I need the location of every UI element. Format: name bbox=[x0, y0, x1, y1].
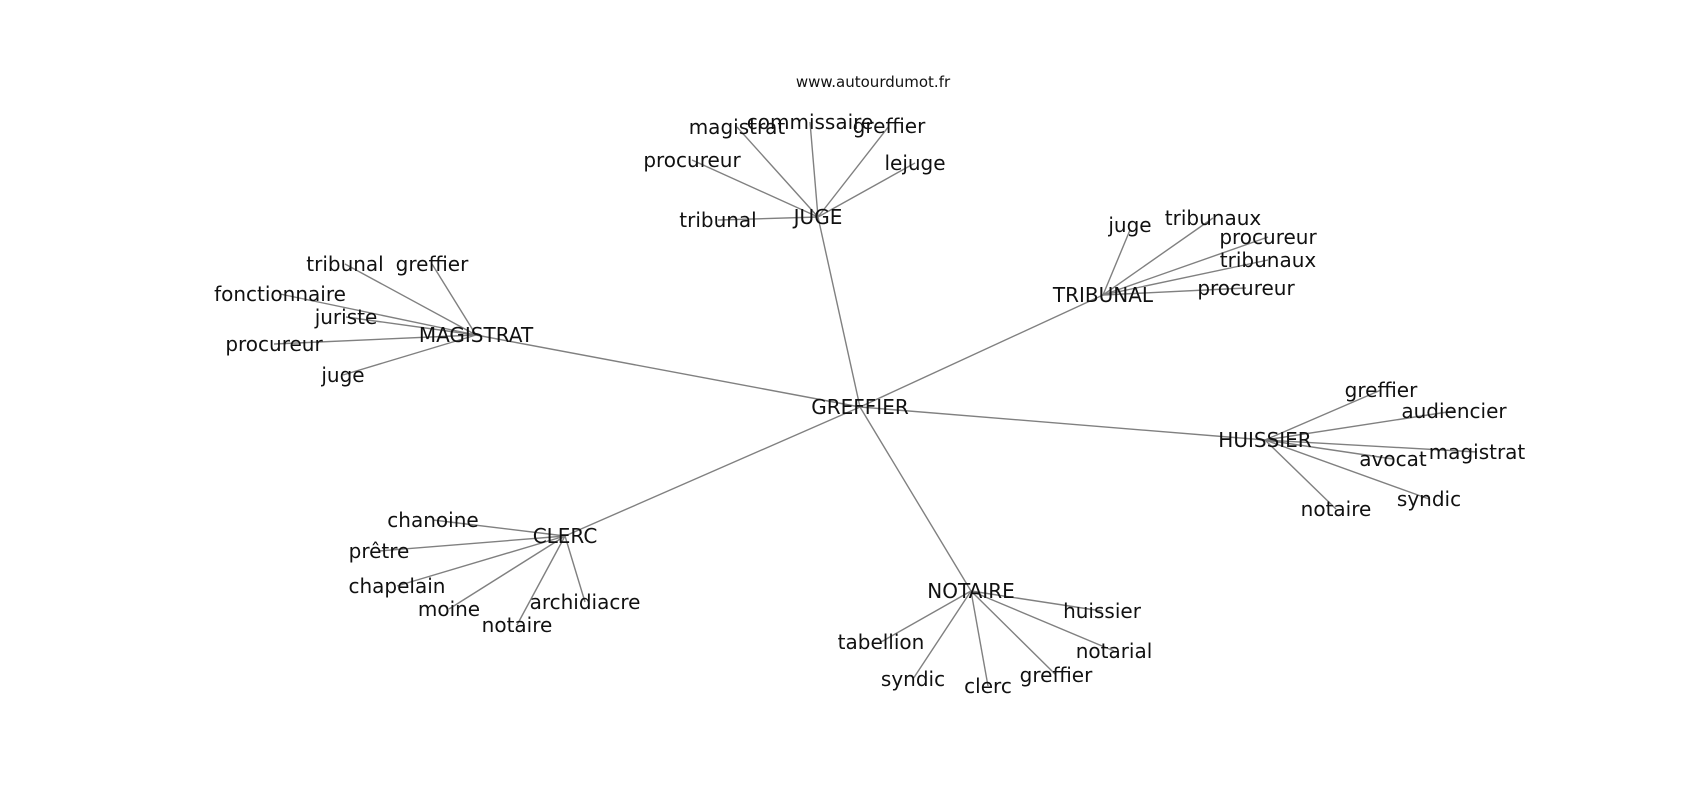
edge-notaire-leaf bbox=[970, 590, 1057, 676]
hub-node-huissier: HUISSIER bbox=[1218, 428, 1312, 452]
leaf-node-magistrat: greffier bbox=[396, 252, 469, 276]
hub-node-juge: JUGE bbox=[792, 205, 843, 229]
leaf-node-juge: greffier bbox=[853, 114, 926, 138]
leaf-node-clerc: chapelain bbox=[349, 574, 446, 598]
hub-node-magistrat: MAGISTRAT bbox=[419, 323, 534, 347]
edge-center-tribunal bbox=[859, 294, 1104, 408]
leaf-node-juge: magistrat bbox=[689, 115, 786, 139]
edge-clerc-leaf bbox=[564, 535, 586, 603]
edge-clerc-leaf bbox=[448, 535, 566, 610]
edge-tribunal-leaf bbox=[1102, 217, 1214, 296]
website-label: www.autourdumot.fr bbox=[796, 73, 951, 91]
edge-juge-leaf bbox=[691, 159, 819, 218]
edge-center-huissier bbox=[859, 406, 1266, 441]
leaf-node-notaire: tabellion bbox=[838, 630, 925, 654]
edge-notaire-leaf bbox=[880, 590, 972, 643]
edge-juge-leaf bbox=[817, 125, 890, 218]
edge-huissier-leaf bbox=[1264, 439, 1478, 453]
edge-notaire-leaf bbox=[912, 590, 972, 680]
leaf-node-magistrat: tribunal bbox=[306, 252, 383, 276]
leaf-node-notaire: huissier bbox=[1063, 599, 1142, 623]
leaf-node-magistrat: fonctionnaire bbox=[214, 282, 346, 306]
leaf-node-huissier: notaire bbox=[1301, 497, 1372, 521]
leaf-node-huissier: syndic bbox=[1397, 487, 1461, 511]
edge-huissier-leaf bbox=[1264, 410, 1455, 441]
leaf-node-notaire: clerc bbox=[964, 674, 1012, 698]
leaf-node-notaire: notarial bbox=[1076, 639, 1153, 663]
leaf-node-tribunal: procureur bbox=[1197, 276, 1295, 300]
edge-tribunal-leaf bbox=[1102, 236, 1269, 296]
leaf-node-magistrat: procureur bbox=[225, 332, 323, 356]
leaf-node-huissier: greffier bbox=[1345, 378, 1418, 402]
leaf-node-clerc: moine bbox=[418, 597, 480, 621]
leaf-node-juge: lejuge bbox=[884, 151, 945, 175]
edge-clerc-leaf bbox=[516, 535, 566, 626]
center-node-label: GREFFIER bbox=[811, 395, 909, 419]
leaf-node-huissier: magistrat bbox=[1429, 440, 1526, 464]
edge-center-clerc bbox=[564, 406, 861, 537]
leaf-node-clerc: archidiacre bbox=[530, 590, 641, 614]
hub-node-tribunal: TRIBUNAL bbox=[1052, 283, 1154, 307]
edge-tribunal-leaf bbox=[1102, 259, 1269, 296]
labels-layer: GREFFIERJUGEtribunalprocureurmagistratco… bbox=[214, 110, 1525, 698]
edge-huissier-leaf bbox=[1264, 439, 1430, 500]
edges-layer bbox=[273, 121, 1478, 687]
hub-node-notaire: NOTAIRE bbox=[927, 579, 1014, 603]
edge-juge-leaf bbox=[817, 162, 916, 218]
leaf-node-juge: tribunal bbox=[679, 208, 756, 232]
leaf-node-tribunal: tribunaux bbox=[1220, 248, 1317, 272]
leaf-node-magistrat: juge bbox=[320, 363, 364, 387]
edge-tribunal-leaf bbox=[1102, 287, 1247, 296]
leaf-node-juge: commissaire bbox=[747, 110, 874, 134]
edge-center-juge bbox=[817, 216, 861, 408]
leaf-node-huissier: audiencier bbox=[1401, 399, 1507, 423]
edge-huissier-leaf bbox=[1264, 439, 1394, 460]
leaf-node-clerc: chanoine bbox=[387, 508, 478, 532]
leaf-node-notaire: syndic bbox=[881, 667, 945, 691]
edge-magistrat-leaf bbox=[345, 316, 477, 336]
edge-notaire-leaf bbox=[970, 590, 1115, 652]
edge-juge-leaf bbox=[736, 126, 819, 218]
leaf-node-notaire: greffier bbox=[1020, 663, 1093, 687]
edge-juge-leaf bbox=[717, 216, 819, 221]
edge-huissier-leaf bbox=[1264, 389, 1382, 441]
edge-clerc-leaf bbox=[432, 519, 566, 537]
edge-juge-leaf bbox=[809, 121, 819, 218]
edge-clerc-leaf bbox=[378, 535, 566, 552]
edge-notaire-leaf bbox=[970, 590, 1103, 612]
leaf-node-clerc: prêtre bbox=[349, 539, 410, 563]
edge-notaire-leaf bbox=[970, 590, 989, 687]
edge-huissier-leaf bbox=[1264, 439, 1337, 510]
edge-center-magistrat bbox=[475, 334, 861, 408]
leaf-node-tribunal: procureur bbox=[1219, 225, 1317, 249]
leaf-node-magistrat: juriste bbox=[314, 305, 378, 329]
edge-tribunal-leaf bbox=[1102, 229, 1131, 296]
leaf-node-clerc: notaire bbox=[482, 613, 553, 637]
leaf-node-tribunal: juge bbox=[1107, 213, 1151, 237]
edge-center-notaire bbox=[859, 406, 972, 592]
edge-magistrat-leaf bbox=[344, 263, 477, 336]
hub-node-clerc: CLERC bbox=[533, 524, 598, 548]
edge-clerc-leaf bbox=[396, 535, 566, 587]
edge-magistrat-leaf bbox=[279, 293, 477, 336]
leaf-node-huissier: avocat bbox=[1359, 447, 1427, 471]
leaf-node-juge: procureur bbox=[643, 148, 741, 172]
edge-magistrat-leaf bbox=[342, 334, 477, 376]
edge-magistrat-leaf bbox=[273, 334, 477, 345]
leaf-node-tribunal: tribunaux bbox=[1165, 206, 1262, 230]
edge-magistrat-leaf bbox=[431, 263, 477, 336]
